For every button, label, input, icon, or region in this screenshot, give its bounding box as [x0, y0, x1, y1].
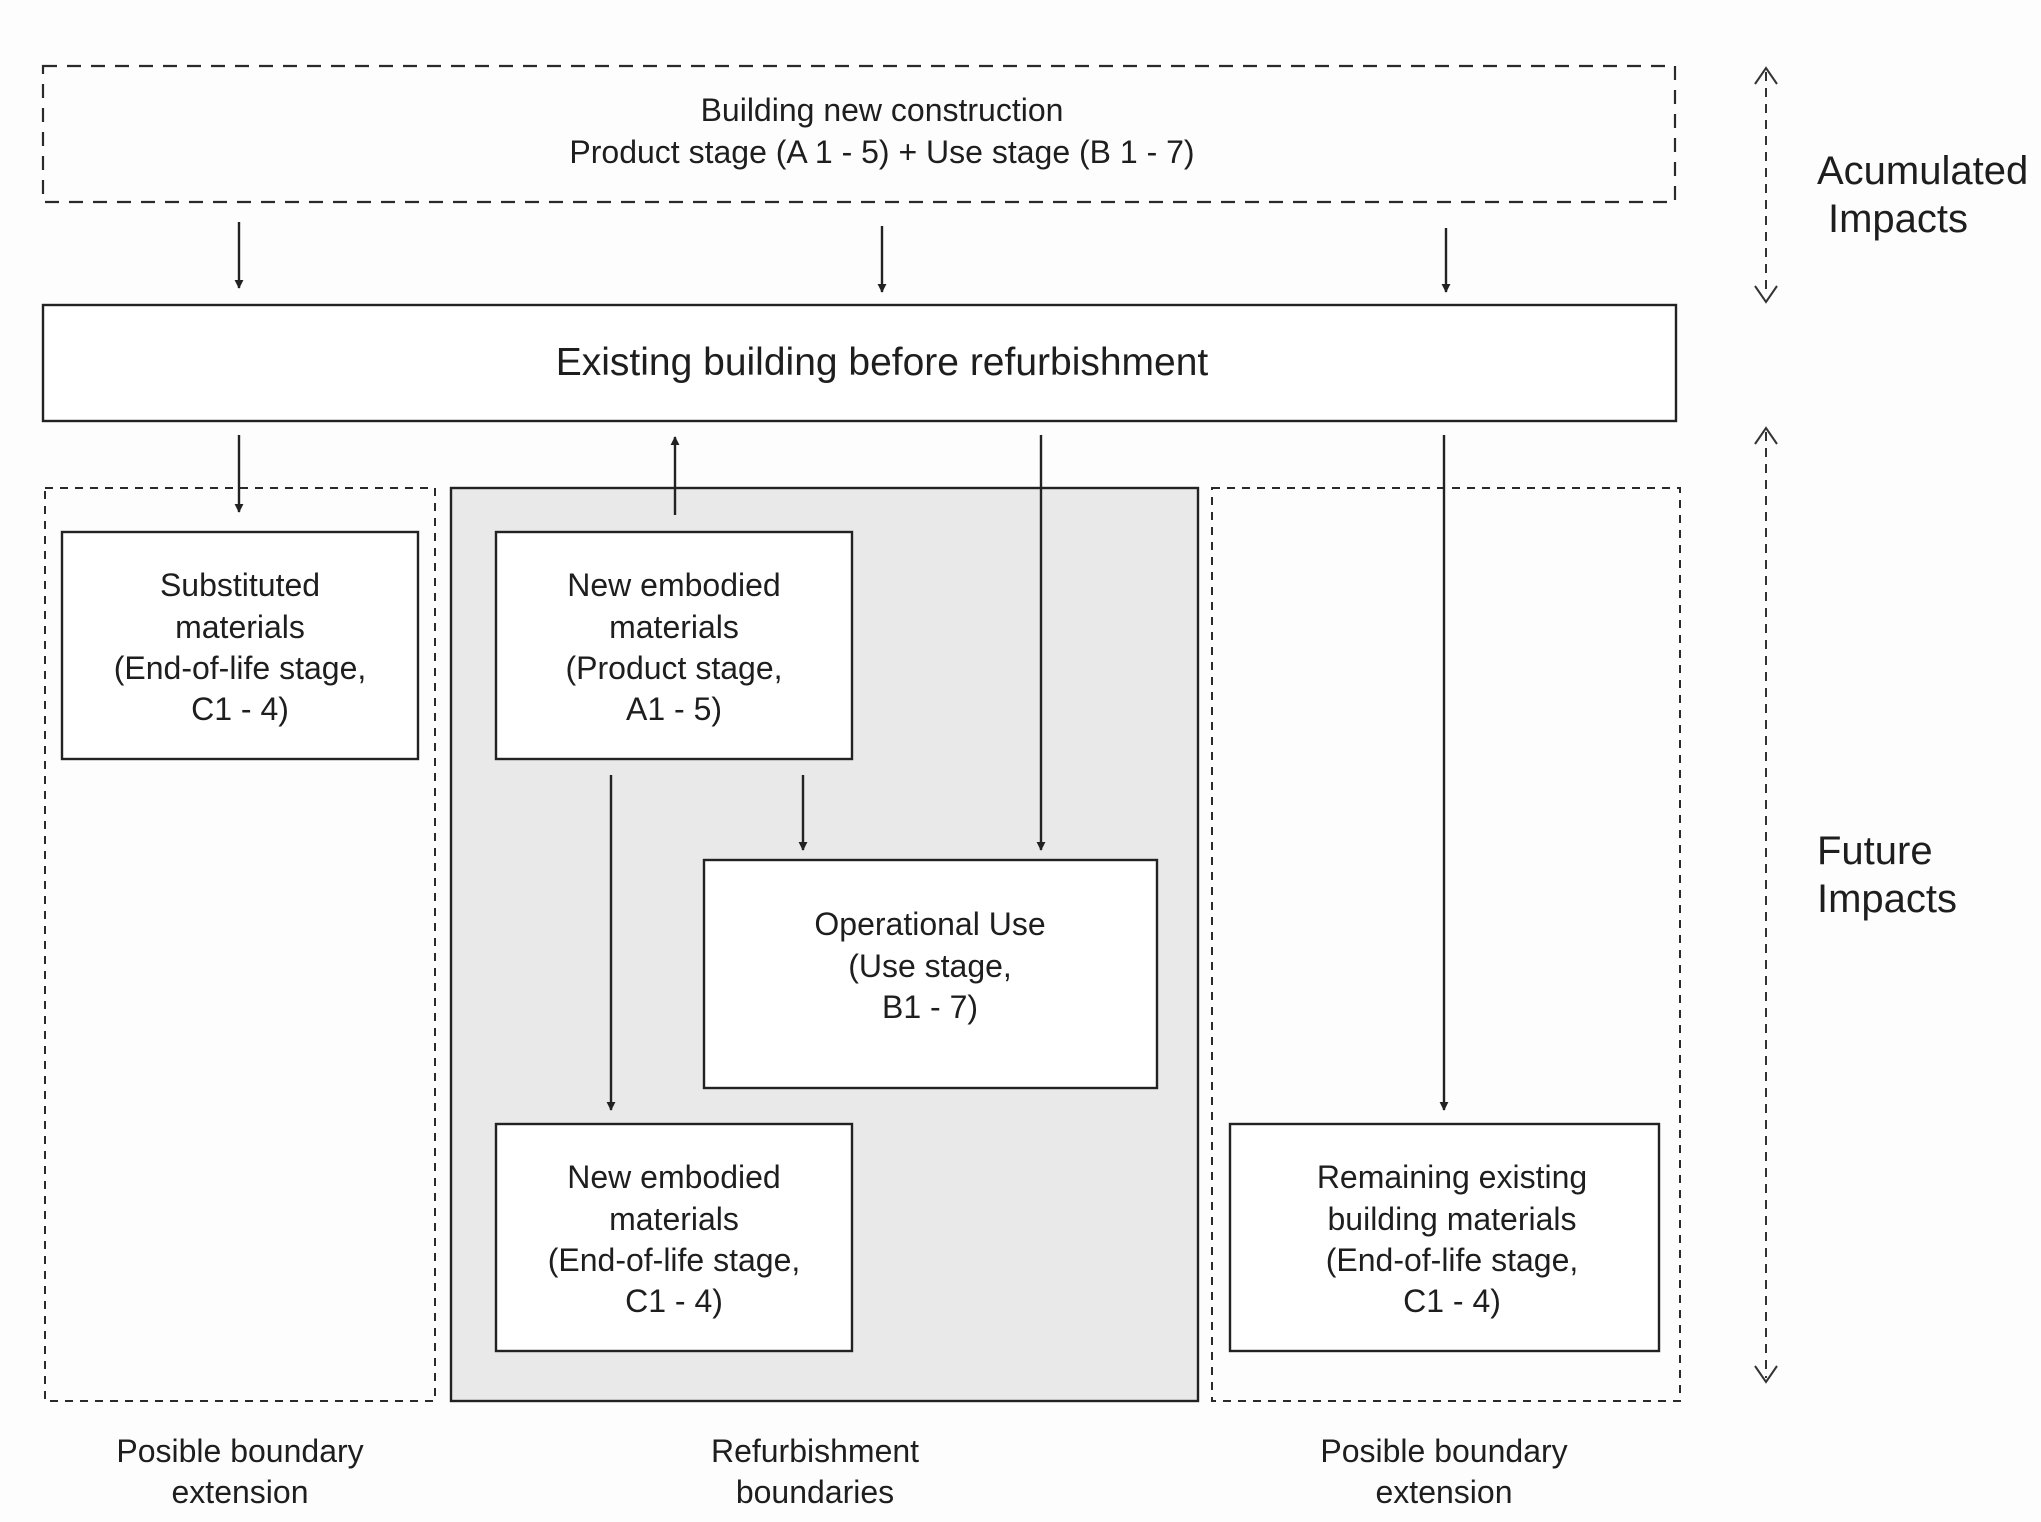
operational-use-box — [702, 858, 1159, 1090]
refurbishment-label-1: Refurbishment — [711, 1433, 919, 1469]
left-boundary-label-1: Posible boundary — [116, 1433, 363, 1469]
new-construction-title: Building new construction — [701, 92, 1064, 128]
accumulated-label-1: Acumulated — [1817, 149, 2028, 193]
new-product-line-3: (Product stage, — [566, 650, 783, 686]
substituted-line-1: Substituted — [160, 567, 320, 603]
new-product-line-2: materials — [609, 609, 739, 645]
accumulated-axis-up-head — [1754, 66, 1778, 85]
substituted-line-2: materials — [175, 609, 305, 645]
new-embodied-product-box — [494, 530, 854, 761]
new-construction-stages: Product stage (A 1 - 5) + Use stage (B 1… — [569, 134, 1194, 170]
substituted-line-3: (End-of-life stage, — [114, 650, 367, 686]
new-eol-line-1: New embodied — [567, 1159, 780, 1195]
existing-building-box — [41, 303, 1678, 423]
right-boundary-label-1: Posible boundary — [1320, 1433, 1567, 1469]
remaining-line-1: Remaining existing — [1317, 1159, 1587, 1195]
operational-line-2: (Use stage, — [848, 948, 1012, 984]
operational-line-3: B1 - 7) — [882, 989, 978, 1025]
right-boundary-label-2: extension — [1376, 1474, 1513, 1510]
new-product-line-1: New embodied — [567, 567, 780, 603]
remaining-materials-box — [1228, 1122, 1661, 1353]
new-product-line-4: A1 - 5) — [626, 691, 722, 727]
remaining-line-2: building materials — [1327, 1201, 1576, 1237]
new-construction-box — [41, 64, 1677, 204]
left-boundary-label-2: extension — [172, 1474, 309, 1510]
new-eol-line-4: C1 - 4) — [625, 1283, 723, 1319]
future-axis-down-head — [1754, 1365, 1778, 1384]
new-eol-line-3: (End-of-life stage, — [548, 1242, 801, 1278]
existing-building-label: Existing building before refurbishment — [556, 341, 1209, 384]
substituted-materials-box — [60, 530, 420, 761]
accumulated-label-2: Impacts — [1828, 197, 1968, 241]
operational-line-1: Operational Use — [814, 906, 1045, 942]
accumulated-axis-down-head — [1754, 285, 1778, 304]
remaining-line-3: (End-of-life stage, — [1326, 1242, 1579, 1278]
future-axis-up-head — [1754, 426, 1778, 445]
remaining-line-4: C1 - 4) — [1403, 1283, 1501, 1319]
future-label-1: Future — [1817, 829, 1933, 873]
future-label-2: Impacts — [1817, 877, 1957, 921]
new-eol-line-2: materials — [609, 1201, 739, 1237]
substituted-line-4: C1 - 4) — [191, 691, 289, 727]
refurbishment-label-2: boundaries — [736, 1474, 894, 1510]
new-embodied-end-of-life-box — [494, 1122, 854, 1353]
